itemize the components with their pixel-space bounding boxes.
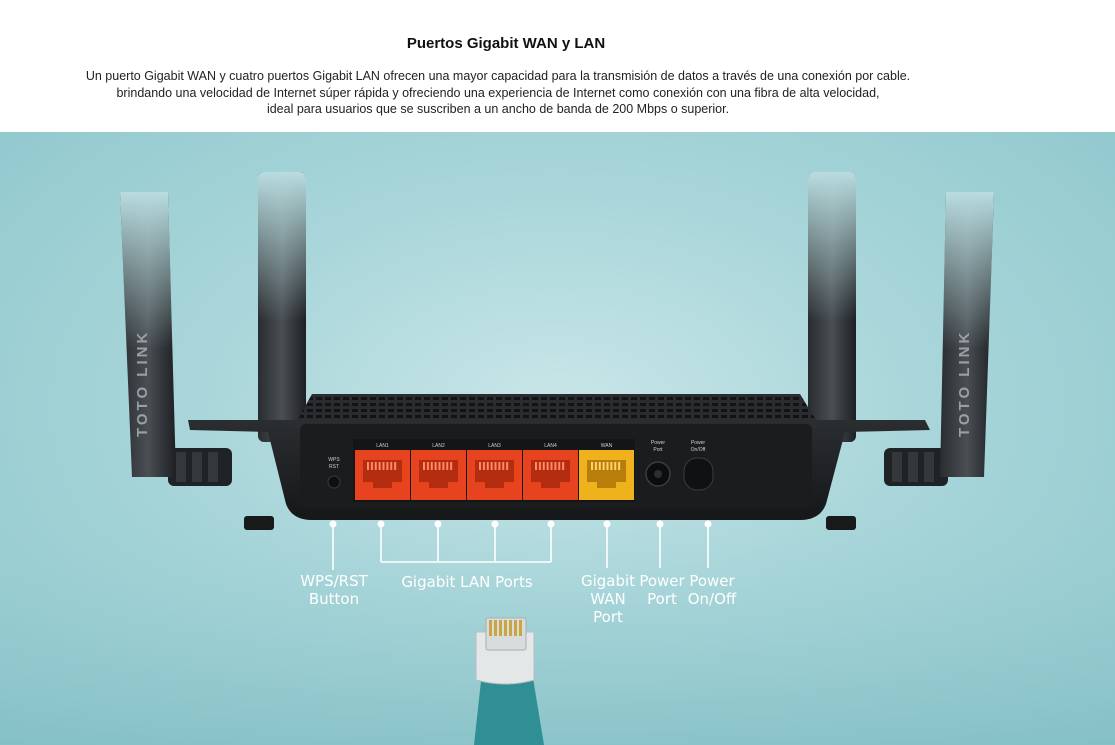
router-illustration: TOTO LINK TOTO LINK WPS RST LAN1 LAN2 LAN3… bbox=[0, 172, 1115, 745]
port-lan3[interactable] bbox=[467, 450, 522, 500]
hinge-left bbox=[168, 448, 232, 486]
power-port-label-2: Port bbox=[653, 447, 663, 453]
callout-power-switch: Power On/Off bbox=[684, 572, 740, 608]
callout-wan-port: Gigabit WAN Port bbox=[578, 572, 638, 626]
callout-wps-rst: WPS/RST Button bbox=[296, 572, 372, 608]
description-line-3: ideal para usuarios que se suscriben a u… bbox=[266, 102, 730, 116]
antenna-back-right bbox=[808, 172, 856, 442]
callout-lines bbox=[332, 524, 709, 570]
rst-label: RST bbox=[329, 464, 339, 470]
antenna-back-left bbox=[258, 172, 306, 442]
callout-wan-line1: Gigabit bbox=[580, 572, 636, 590]
port-lan1[interactable] bbox=[355, 450, 410, 500]
callout-wps-line1: WPS/RST bbox=[300, 572, 368, 590]
port-label-lan4: LAN4 bbox=[544, 443, 557, 449]
port-lan4[interactable] bbox=[523, 450, 578, 500]
callout-dots bbox=[329, 520, 712, 528]
port-label-lan1: LAN1 bbox=[376, 443, 389, 449]
brand-logo-right: TOTO LINK bbox=[956, 330, 973, 437]
wps-label: WPS bbox=[328, 457, 340, 463]
antenna-front-right: TOTO LINK bbox=[940, 192, 994, 477]
antenna-front-left: TOTO LINK bbox=[120, 192, 176, 477]
port-label-lan2: LAN2 bbox=[432, 443, 445, 449]
product-scene: TOTO LINK TOTO LINK WPS RST LAN1 LAN2 LAN3… bbox=[0, 132, 1115, 745]
callout-lan-ports: Gigabit LAN Ports bbox=[401, 573, 533, 591]
callout-power-port-line1: Power bbox=[639, 572, 685, 590]
header: Puertos Gigabit WAN y LAN Un puerto Giga… bbox=[0, 0, 1115, 132]
port-label-wan: WAN bbox=[601, 443, 613, 449]
description-line-1: Un puerto Gigabit WAN y cuatro puertos G… bbox=[85, 69, 911, 83]
power-switch-label: Power bbox=[691, 440, 706, 446]
callout-power-switch-line2: On/Off bbox=[687, 590, 737, 608]
port-wan[interactable] bbox=[579, 450, 634, 500]
callout-power-switch-line1: Power bbox=[689, 572, 735, 590]
port-lan2[interactable] bbox=[411, 450, 466, 500]
page-title: Puertos Gigabit WAN y LAN bbox=[406, 35, 606, 52]
description-line-2: brindando una velocidad de Internet súpe… bbox=[116, 86, 880, 100]
hinge-right bbox=[884, 448, 948, 486]
power-switch[interactable] bbox=[683, 457, 714, 491]
callout-wan-line2: WAN bbox=[590, 590, 626, 608]
foot-right bbox=[826, 516, 856, 530]
callout-power-port: Power Port bbox=[636, 572, 688, 608]
callout-wan-line3: Port bbox=[593, 608, 623, 626]
port-label-lan3: LAN3 bbox=[488, 443, 501, 449]
wps-rst-button[interactable] bbox=[327, 475, 341, 489]
callout-wps-line2: Button bbox=[308, 590, 360, 608]
power-port-label: Power bbox=[651, 440, 666, 446]
brand-logo-left: TOTO LINK bbox=[134, 330, 151, 437]
callout-power-port-line2: Port bbox=[647, 590, 677, 608]
ethernet-cable bbox=[474, 617, 544, 745]
foot-left bbox=[244, 516, 274, 530]
power-switch-label-2: On/Off bbox=[691, 447, 706, 453]
